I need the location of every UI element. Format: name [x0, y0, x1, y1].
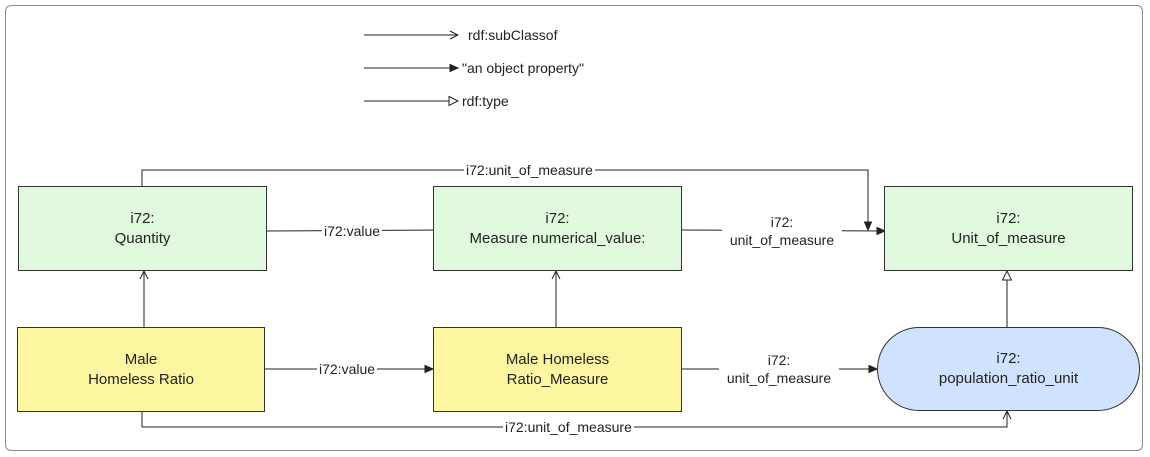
node-unit-line1: i72:: [996, 209, 1021, 227]
node-measure-line1: i72:: [545, 209, 570, 227]
label-measure-unit-line2: unit_of_measure: [729, 232, 835, 248]
label-ratio-value: i72:value: [317, 360, 378, 378]
node-population-line2: population_ratio_unit: [938, 370, 1079, 387]
label-top-unit-of-measure: i72:unit_of_measure: [464, 161, 595, 179]
node-ratio-line2: Homeless Ratio: [88, 370, 194, 388]
node-measure-numerical-value[interactable]: i72: Measure numerical_value:: [433, 186, 682, 271]
label-measure-unit-line1: i72:: [770, 214, 794, 230]
legend-type-label: rdf:type: [462, 93, 509, 109]
node-quantity[interactable]: i72: Quantity: [18, 186, 267, 271]
node-unit-of-measure[interactable]: i72: Unit_of_measure: [884, 186, 1133, 271]
label-ratio-measure-unit-line1: i72:: [767, 352, 791, 368]
node-ratio-line1: Male: [124, 350, 158, 368]
node-population-line1: i72:: [996, 350, 1021, 367]
node-measure-line2: Measure numerical_value:: [469, 229, 646, 247]
node-ratio-measure-line2: Ratio_Measure: [506, 370, 609, 388]
label-quantity-value: i72:value: [322, 222, 383, 240]
legend-object-property-label: "an object property": [462, 60, 585, 76]
node-male-homeless-ratio-measure[interactable]: Male Homeless Ratio_Measure: [433, 327, 682, 412]
node-ratio-measure-line1: Male Homeless: [505, 350, 610, 368]
node-male-homeless-ratio[interactable]: Male Homeless Ratio: [17, 327, 265, 412]
label-ratio-measure-unit-line2: unit_of_measure: [726, 370, 832, 386]
node-population-ratio-unit[interactable]: i72: population_ratio_unit: [877, 327, 1140, 411]
label-bottom-unit-of-measure: i72:unit_of_measure: [503, 418, 634, 436]
diagram-frame: [5, 5, 1143, 451]
node-unit-line2: Unit_of_measure: [951, 229, 1066, 247]
legend-subclass-label: rdf:subClassof: [468, 27, 558, 43]
node-quantity-line2: Quantity: [114, 229, 171, 247]
label-measure-unit-of-measure: i72: unit_of_measure: [722, 213, 842, 249]
node-quantity-line1: i72:: [130, 209, 155, 227]
label-ratio-measure-unit: i72: unit_of_measure: [719, 351, 839, 387]
